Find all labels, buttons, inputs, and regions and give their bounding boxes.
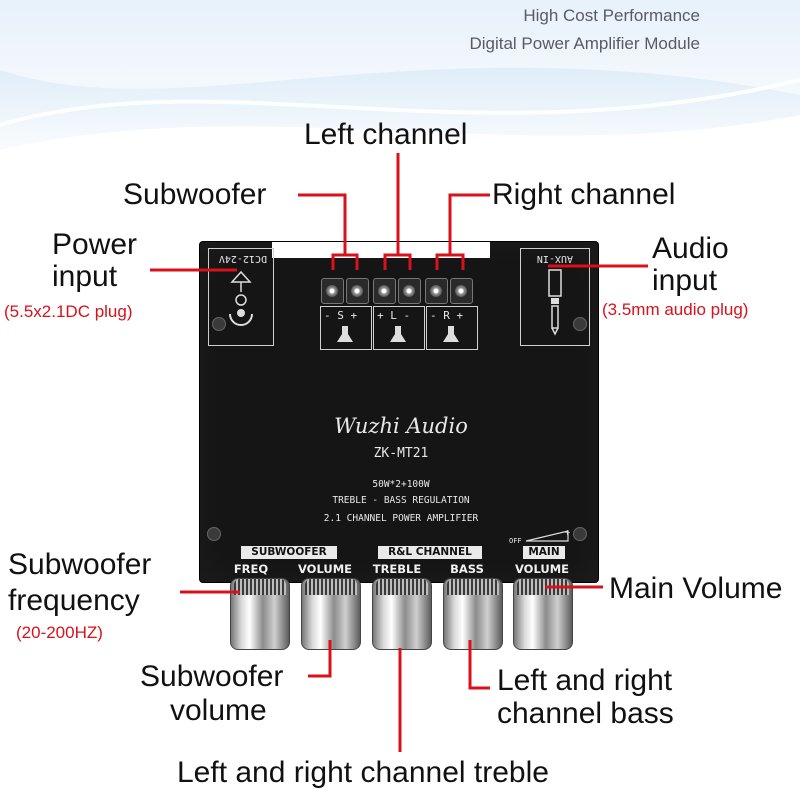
power-input-callout-line1: Power — [52, 228, 138, 261]
treble-knob[interactable] — [372, 578, 432, 650]
terminal-right-minus — [425, 278, 448, 304]
terminal-sub-minus — [321, 278, 344, 304]
power-input-panel — [208, 248, 274, 346]
terminal-left-plus — [373, 278, 396, 304]
audio-jack-icon — [548, 269, 562, 336]
subwoofer-callout: Subwoofer — [123, 178, 267, 211]
power-jack-icon — [229, 270, 253, 326]
model-label: ZK-MT21 — [373, 446, 429, 461]
audio-input-callout-line1: Audio — [652, 232, 729, 265]
left-channel-callout: Left channel — [304, 118, 468, 151]
terminal-l-label: + L - — [377, 309, 411, 322]
volume-ramp-icon: + — [525, 528, 571, 542]
background-wave — [0, 0, 800, 170]
screw-icon — [573, 527, 587, 541]
subwoofer-volume-knob[interactable] — [301, 578, 361, 650]
screw-icon — [212, 317, 226, 331]
knob-label-volume: VOLUME — [297, 562, 353, 576]
bass-knob[interactable] — [443, 578, 503, 650]
right-terminal-box — [426, 306, 478, 350]
power-input-note: (5.5x2.1DC plug) — [4, 302, 133, 321]
svg-text:+: + — [564, 528, 571, 537]
subwoofer-frequency-knob[interactable] — [230, 578, 290, 650]
speaker-icon — [337, 326, 353, 342]
main-volume-callout: Main Volume — [609, 572, 783, 605]
screw-icon — [573, 317, 587, 331]
off-label: OFF — [509, 537, 522, 545]
knob-label-bass: BASS — [450, 562, 484, 576]
group-rl-channel: R&L CHANNEL — [378, 546, 482, 559]
screw-icon — [207, 527, 221, 541]
lr-treble-callout: Left and right channel treble — [177, 756, 549, 789]
terminal-r-label: - R + — [430, 309, 464, 322]
main-volume-knob[interactable] — [513, 578, 573, 650]
sub-volume-callout-line1: Subwoofer — [140, 660, 284, 693]
power-input-callout-line2: input — [52, 260, 118, 293]
power-spec: 50W*2+100W — [372, 479, 430, 490]
terminal-left-minus — [398, 278, 421, 304]
sub-frequency-note: (20-200HZ) — [16, 623, 103, 642]
brand-logo: Wuzhi Audio — [334, 414, 468, 438]
lr-bass-callout-line1: Left and right — [497, 664, 673, 697]
sub-frequency-callout-line1: Subwoofer — [8, 548, 152, 581]
aux-input-panel — [520, 248, 590, 346]
sub-terminal-box — [320, 306, 372, 350]
sub-frequency-callout-line2: frequency — [8, 584, 140, 617]
left-terminal-box — [373, 306, 425, 350]
terminal-right-plus — [450, 278, 473, 304]
right-channel-callout: Right channel — [492, 178, 676, 211]
sub-volume-callout-line2: volume — [170, 694, 267, 727]
group-subwoofer: SUBWOOFER — [241, 546, 337, 559]
audio-input-callout-line2: input — [652, 264, 718, 297]
feature-line-2: 2.1 CHANNEL POWER AMPLIFIER — [323, 513, 479, 524]
lr-bass-callout-line2: channel bass — [497, 697, 674, 730]
header-line-1: High Cost Performance — [523, 6, 700, 25]
header-line-2: Digital Power Amplifier Module — [469, 34, 700, 53]
feature-line-1: TREBLE - BASS REGULATION — [332, 495, 470, 506]
knob-label-main-volume: VOLUME — [514, 562, 570, 576]
knob-label-treble: TREBLE — [372, 562, 422, 576]
audio-input-note: (3.5mm audio plug) — [602, 300, 749, 319]
speaker-icon — [443, 326, 459, 342]
terminal-s-label: - S + — [324, 309, 358, 322]
terminal-sub-plus — [346, 278, 369, 304]
group-main: MAIN — [523, 546, 565, 559]
knob-label-freq: FREQ — [233, 562, 269, 576]
speaker-icon — [390, 326, 406, 342]
